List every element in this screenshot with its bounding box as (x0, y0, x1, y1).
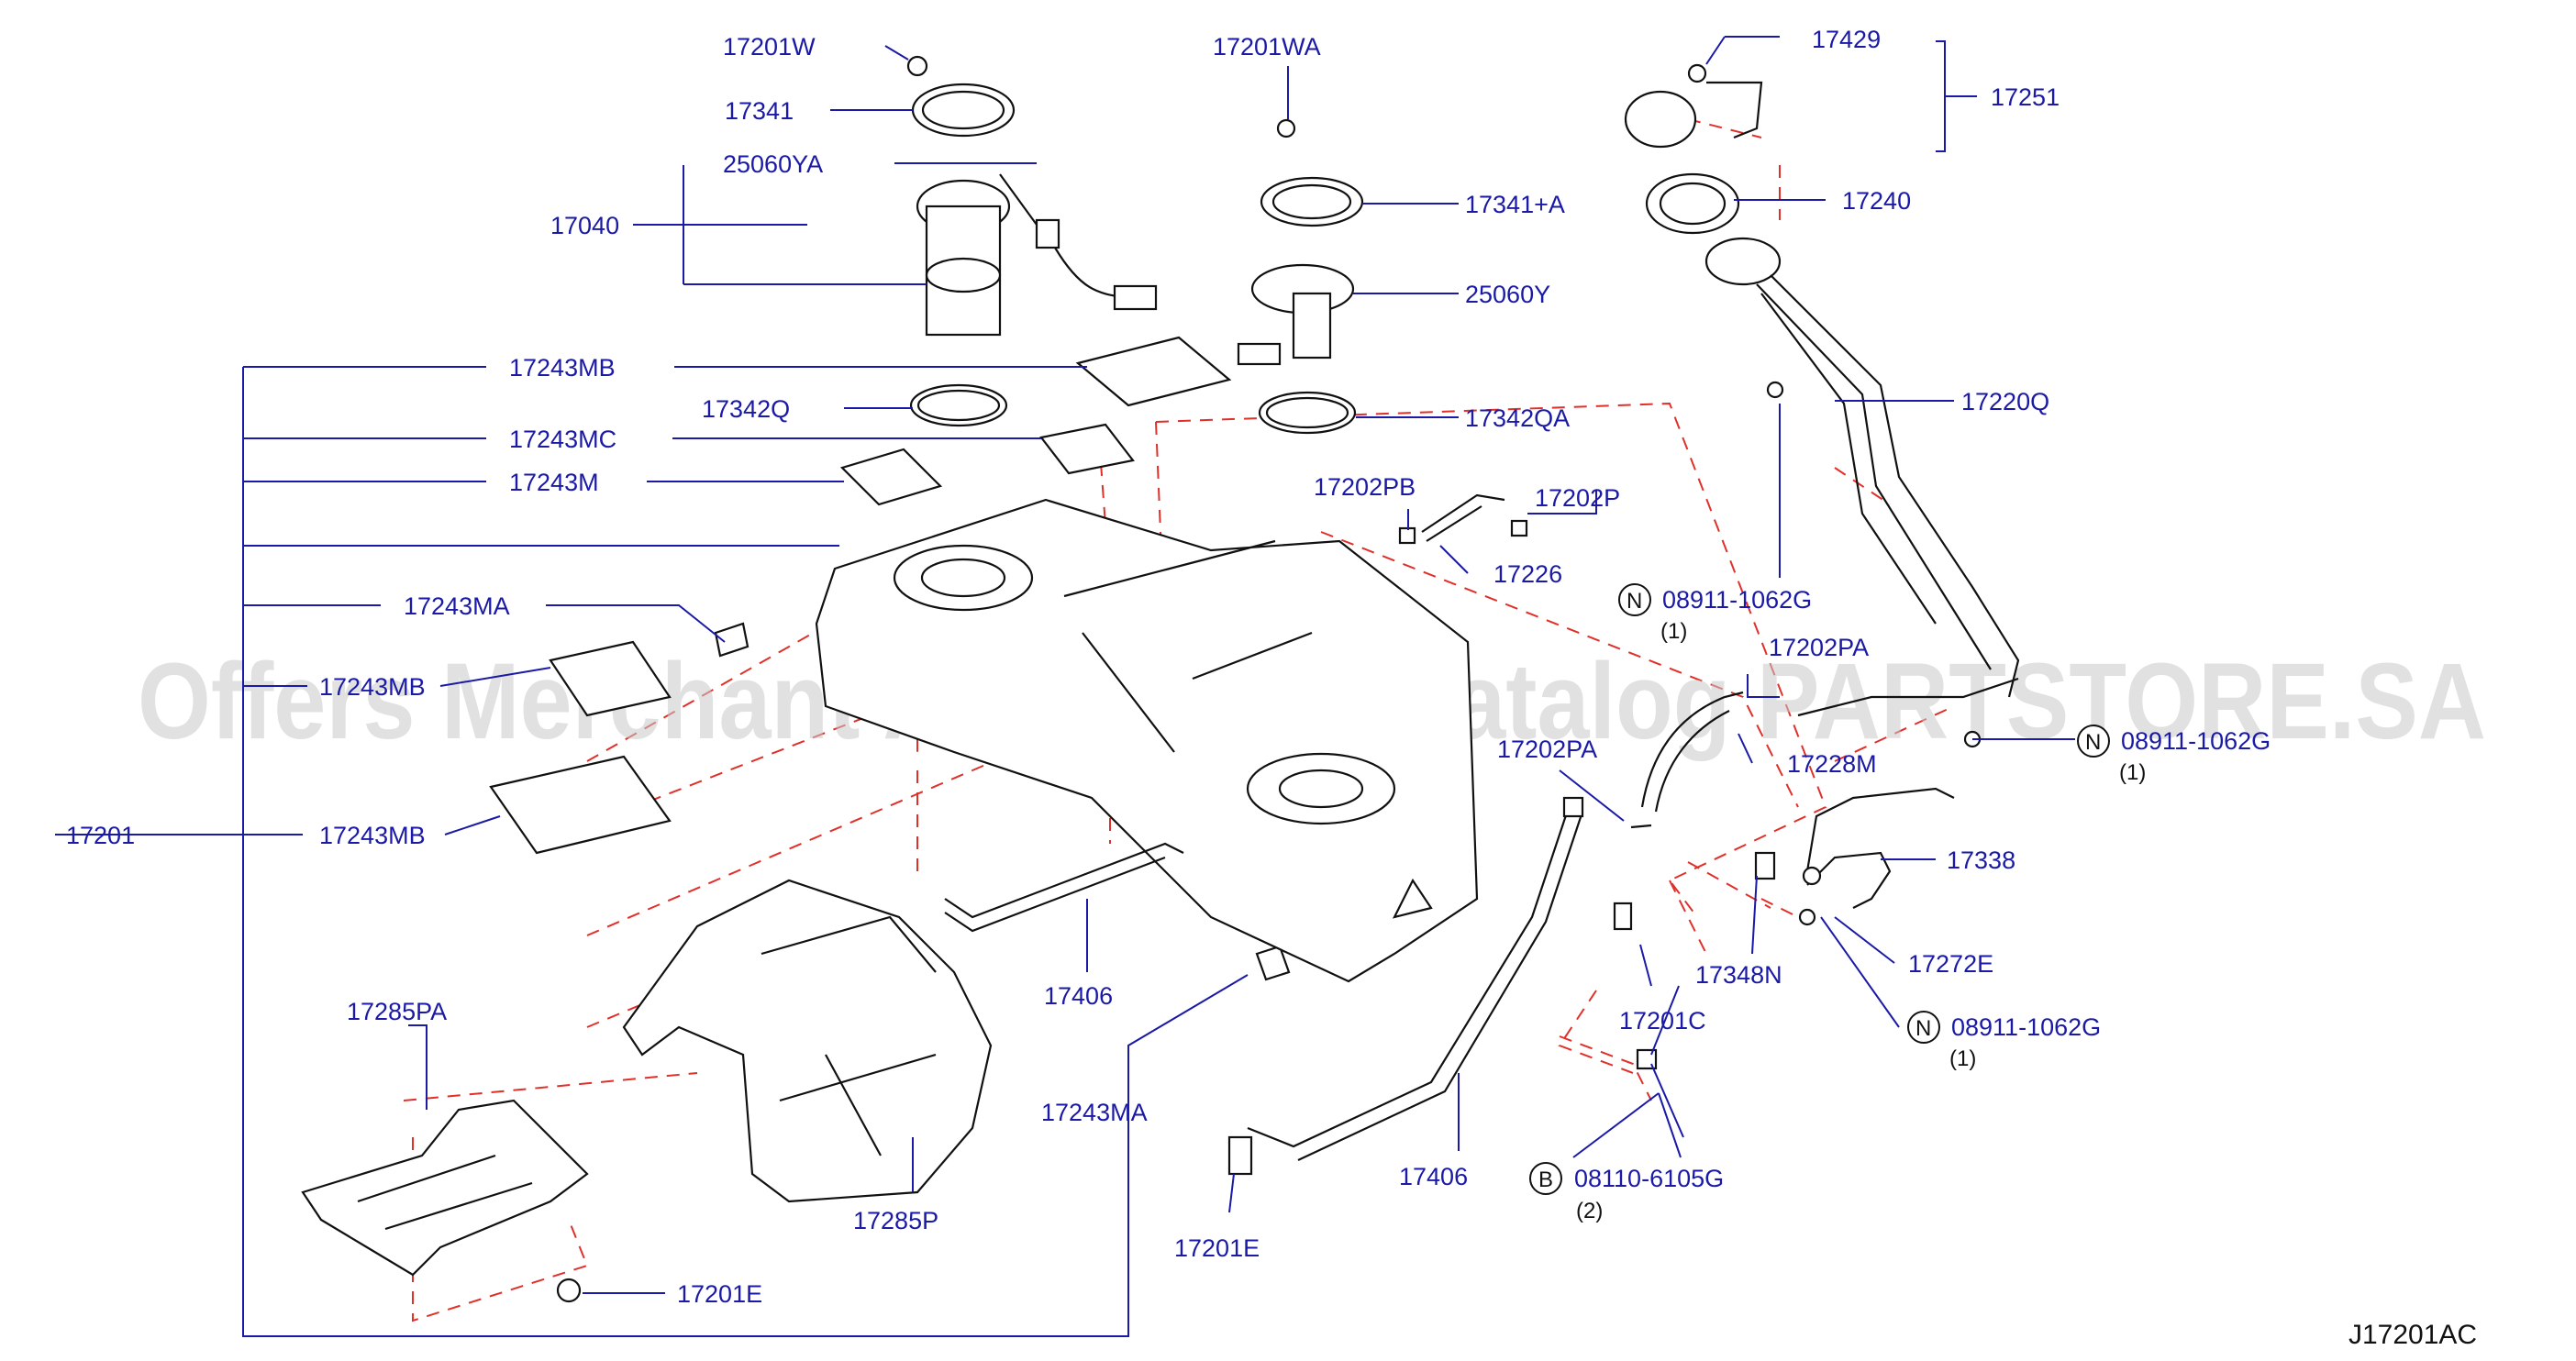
bolt-callout-1: B 08110-6105G (2) (1529, 1162, 1724, 1223)
label-17201W: 17201W (723, 33, 816, 61)
nut-symbol-icon: N (1915, 1016, 1931, 1041)
filler-tube-assembly (1624, 63, 2020, 717)
qty-08911-1062G-b: (1) (2119, 760, 2146, 785)
label-17243MA-bottom: 17243MA (1041, 1099, 1148, 1126)
diagram-code: J17201AC (2348, 1320, 2477, 1350)
nut-symbol-icon: N (2085, 730, 2101, 755)
label-17202PA-left: 17202PA (1497, 736, 1597, 763)
label-17201C: 17201C (1619, 1007, 1706, 1035)
label-17201E-middle: 17201E (1174, 1234, 1260, 1262)
label-17341A: 17341+A (1465, 191, 1565, 218)
label-17040: 17040 (550, 212, 619, 239)
standard-part-callouts: N 08911-1062G (1) N 08911-1062G (1) N 08… (1529, 583, 2271, 1223)
nut-callout-2: N 08911-1062G (1) (2077, 725, 2271, 785)
label-17272E: 17272E (1908, 950, 1993, 978)
label-17201E-bottom: 17201E (677, 1280, 762, 1308)
label-17243M: 17243M (509, 469, 599, 496)
label-17243MC: 17243MC (509, 426, 616, 453)
nut-callout-3: N 08911-1062G (1) (1907, 1011, 2101, 1071)
label-17251: 17251 (1991, 83, 2060, 111)
fuel-tank (815, 498, 1479, 983)
label-17406-right: 17406 (1399, 1163, 1468, 1190)
nut-callout-1: N 08911-1062G (1) (1618, 583, 1812, 644)
label-17338: 17338 (1947, 846, 2015, 874)
label-17285P: 17285P (853, 1207, 938, 1234)
qty-08110-6105G: (2) (1576, 1199, 1603, 1223)
qty-08911-1062G-a: (1) (1660, 619, 1687, 644)
label-17201: 17201 (66, 822, 135, 849)
label-25060YA: 25060YA (723, 150, 823, 178)
qty-08911-1062G-c: (1) (1949, 1046, 1976, 1071)
tank-straps (944, 796, 1584, 1176)
label-17342QA: 17342QA (1465, 404, 1570, 432)
label-17406-middle: 17406 (1044, 982, 1113, 1010)
label-17285PA: 17285PA (347, 998, 447, 1025)
label-17429: 17429 (1812, 26, 1881, 53)
hoses-and-tubes (1398, 493, 1982, 1070)
label-17240: 17240 (1842, 187, 1911, 215)
label-08911-1062G-c: 08911-1062G (1951, 1013, 2101, 1041)
bolt-symbol-icon: B (1538, 1167, 1553, 1192)
label-17342Q: 17342Q (702, 395, 790, 423)
label-17348N: 17348N (1695, 961, 1782, 989)
label-17202PA-right: 17202PA (1769, 634, 1869, 661)
label-17226: 17226 (1493, 560, 1562, 588)
label-25060Y: 25060Y (1465, 281, 1550, 308)
label-08911-1062G-a: 08911-1062G (1662, 586, 1812, 614)
label-17243MA-top: 17243MA (404, 592, 510, 620)
label-17341: 17341 (725, 97, 794, 125)
label-17243MB-bot: 17243MB (319, 822, 426, 849)
label-17243MB-top: 17243MB (509, 354, 616, 382)
label-17201WA: 17201WA (1213, 33, 1321, 61)
callout-labels: 17201W 17341 25060YA 17040 17201WA 17341… (66, 26, 2060, 1308)
gaskets-and-pads (489, 336, 1291, 981)
fuel-sender-assembly (1237, 118, 1364, 435)
nut-symbol-icon: N (1627, 589, 1642, 614)
label-17202P: 17202P (1535, 484, 1620, 512)
label-17243MB-mid: 17243MB (319, 673, 426, 701)
label-17228M: 17228M (1787, 750, 1877, 778)
label-17202PB: 17202PB (1314, 473, 1416, 501)
label-17220Q: 17220Q (1961, 388, 2049, 415)
label-08911-1062G-b: 08911-1062G (2121, 727, 2271, 755)
heat-insulators (301, 879, 993, 1303)
leader-lines (55, 36, 2075, 1337)
label-08110-6105G: 08110-6105G (1574, 1165, 1724, 1192)
fuel-pump-assembly (906, 55, 1158, 337)
